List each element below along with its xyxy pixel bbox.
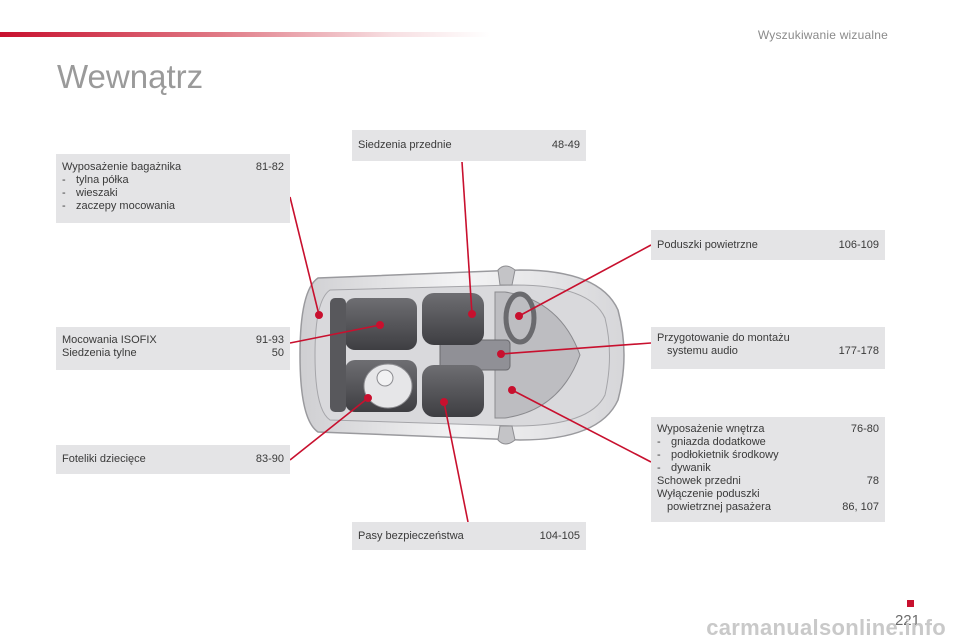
front-seats-label: Siedzenia przednie — [358, 139, 452, 151]
glovebox-label: Schowek przedni — [657, 475, 741, 487]
box-isofix: Mocowania ISOFIX 91-93 Siedzenia tylne 5… — [56, 327, 290, 370]
rear-seats-pages: 50 — [271, 347, 284, 359]
callout-front-seats — [461, 161, 473, 315]
front-seats-pages: 48-49 — [551, 139, 580, 151]
isofix-label: Mocowania ISOFIX — [62, 334, 157, 346]
seat-belts-label: Pasy bezpieczeństwa — [358, 530, 464, 542]
interior-item: podłokietnik środkowy — [671, 449, 779, 461]
interior-label: Wyposażenie wnętrza — [657, 423, 765, 435]
page-number: 221 — [894, 612, 920, 629]
callout-interior — [511, 389, 652, 463]
child-seat — [363, 363, 413, 409]
audio-label-line1: Przygotowanie do montażu — [657, 332, 790, 344]
rear-seats-label: Siedzenia tylne — [62, 347, 137, 359]
airbags-label: Poduszki powietrzne — [657, 239, 758, 251]
callout-airbags-dot — [514, 311, 523, 320]
box-front-seats: Siedzenia przednie 48-49 — [352, 130, 586, 161]
airbag-off-label-line1: Wyłączenie poduszki — [657, 488, 760, 500]
callout-seat-belts-dot — [439, 397, 448, 406]
box-seat-belts: Pasy bezpieczeństwa 104-105 — [352, 522, 586, 550]
page-marker — [907, 600, 914, 607]
callout-isofix-dot — [375, 320, 384, 329]
header-accent-bar — [0, 32, 490, 37]
callout-seat-belts — [443, 401, 469, 523]
callout-trunk — [289, 196, 320, 316]
box-child-seats: Foteliki dziecięce 83-90 — [56, 445, 290, 474]
callout-interior-dot — [507, 385, 516, 394]
interior-item: dywanik — [671, 462, 711, 474]
trunk-item: zaczepy mocowania — [76, 200, 176, 212]
airbags-pages: 106-109 — [838, 239, 879, 251]
section-header: Wyszukiwanie wizualne — [757, 28, 888, 42]
seat-belts-pages: 104-105 — [539, 530, 580, 542]
box-audio: Przygotowanie do montażu systemu audio 1… — [651, 327, 885, 369]
child-seats-pages: 83-90 — [255, 453, 284, 465]
callout-audio — [500, 342, 652, 355]
callout-trunk-dot — [314, 310, 323, 319]
front-seats — [422, 293, 484, 417]
callout-child-seats-dot — [363, 393, 372, 402]
steering-wheel — [503, 291, 537, 345]
box-airbags: Poduszki powietrzne 106-109 — [651, 230, 885, 260]
box-trunk-equipment: Wyposażenie bagażnika 81-82 -tylna półka… — [56, 154, 290, 223]
airbag-off-label-line2: powietrznej pasażera — [667, 501, 771, 513]
child-seats-label: Foteliki dziecięce — [62, 453, 146, 465]
callout-isofix — [289, 324, 381, 344]
page-title: Wewnątrz — [57, 58, 204, 95]
audio-pages: 177-178 — [838, 345, 879, 357]
interior-item: gniazda dodatkowe — [671, 436, 766, 448]
trunk-item: wieszaki — [76, 187, 118, 199]
callout-airbags — [518, 244, 652, 317]
trunk-item: tylna półka — [76, 174, 129, 186]
watermark: carmanualsonline.info — [706, 615, 946, 640]
box-interior-equipment: Wyposażenie wnętrza 76-80 -gniazda dodat… — [651, 417, 885, 522]
callout-child-seats — [289, 397, 369, 461]
trunk-pages: 81-82 — [255, 161, 284, 173]
callout-audio-dot — [496, 349, 505, 358]
airbag-off-pages: 86, 107 — [842, 501, 879, 513]
callout-front-seats-dot — [467, 309, 476, 318]
interior-pages: 76-80 — [850, 423, 879, 435]
isofix-pages: 91-93 — [255, 334, 284, 346]
trunk-label: Wyposażenie bagażnika — [62, 161, 182, 173]
glovebox-pages: 78 — [866, 475, 879, 487]
audio-label-line2: systemu audio — [667, 345, 738, 357]
